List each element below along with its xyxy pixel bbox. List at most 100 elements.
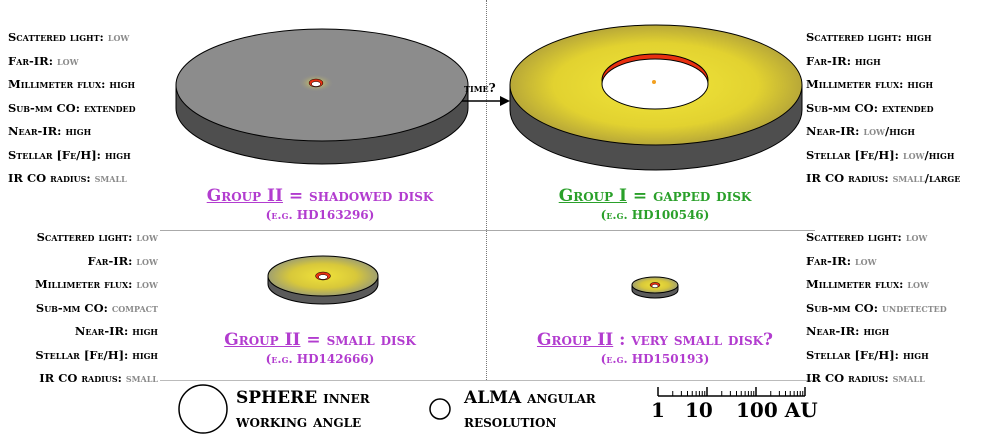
shadowed-disk: [175, 28, 469, 165]
property-value: high: [132, 324, 158, 338]
property-value: high: [863, 324, 890, 338]
property-row: IR CO radius: small: [8, 167, 136, 191]
property-value: /: [924, 147, 929, 162]
scale-label-1: 1: [651, 398, 665, 422]
property-row: Scattered light: high: [806, 26, 960, 50]
property-label: Millimeter flux:: [806, 77, 908, 91]
property-label: Millimeter flux:: [8, 77, 110, 91]
property-value: high: [902, 347, 929, 362]
property-label: Stellar [Fe/H]:: [806, 147, 903, 162]
property-row: Millimeter flux: high: [806, 73, 960, 97]
property-row: Sub-mm CO: undetected: [806, 297, 947, 321]
property-value: extended: [881, 100, 934, 115]
property-label: Near-IR:: [806, 124, 864, 138]
property-label: IR CO radius:: [8, 171, 95, 185]
very-small-disk: [631, 276, 679, 299]
property-value: low: [905, 230, 928, 244]
property-label: Millimeter flux:: [806, 277, 908, 291]
property-label: Near-IR:: [806, 324, 864, 338]
property-row: Stellar [Fe/H]: high: [806, 344, 947, 368]
property-label: Stellar [Fe/H]:: [35, 347, 133, 362]
subtitle-bottom-right: (e.g. HD150193): [600, 352, 710, 366]
property-value: high: [109, 77, 136, 91]
property-value: /: [885, 124, 890, 138]
vertical-divider: [486, 0, 487, 380]
property-value: small: [94, 171, 127, 185]
property-value: high: [905, 30, 932, 44]
property-label: Stellar [Fe/H]:: [8, 147, 105, 162]
property-value: extended: [83, 100, 136, 115]
property-value: high: [65, 124, 92, 138]
title-bottom-right: Group II : very small disk?: [536, 330, 774, 350]
property-label: Scattered light:: [36, 230, 137, 244]
horizontal-divider: [160, 230, 815, 231]
property-row: Sub-mm CO: extended: [8, 97, 136, 121]
property-value: low: [56, 53, 79, 68]
small-disk: [267, 255, 379, 305]
property-value: high: [854, 53, 881, 68]
property-label: Sub-mm CO:: [806, 100, 882, 115]
property-label: Scattered light:: [806, 30, 906, 44]
alma-legend-text: ALMA angular resolution: [464, 388, 596, 432]
property-row: Millimeter flux: high: [8, 73, 136, 97]
property-row: Sub-mm CO: extended: [806, 97, 960, 121]
property-value: low: [136, 277, 158, 291]
property-label: Sub-mm CO:: [806, 300, 882, 315]
property-value: high: [907, 77, 934, 91]
time-arrow: [462, 96, 510, 106]
property-value: low: [902, 147, 925, 162]
property-row: Near-IR: high: [8, 120, 136, 144]
property-value: undetected: [881, 300, 947, 315]
scale-label-100: 100 AU: [736, 398, 818, 422]
property-label: IR CO radius:: [39, 371, 126, 385]
property-row: IR CO radius: small: [806, 367, 947, 391]
property-row: Scattered light: low: [8, 26, 136, 50]
property-value: compact: [111, 300, 158, 315]
property-label: Far-IR:: [806, 53, 855, 68]
bottom-divider: [160, 380, 820, 381]
property-row: Sub-mm CO: compact: [8, 297, 158, 321]
log-scale-bar: [657, 387, 806, 397]
property-label: Far-IR:: [8, 53, 57, 68]
property-value: low: [907, 277, 929, 291]
subtitle-top-left: (e.g. HD163296): [265, 208, 375, 222]
property-row: Scattered light: low: [8, 226, 158, 250]
property-value: low: [863, 124, 886, 138]
property-label: IR CO radius:: [806, 171, 893, 185]
property-row: Far-IR: low: [8, 250, 158, 274]
property-value: high: [104, 147, 131, 162]
property-row: IR CO radius: small/large: [806, 167, 960, 191]
property-row: Far-IR: high: [806, 50, 960, 74]
property-label: IR CO radius:: [806, 371, 893, 385]
property-row: Far-IR: low: [806, 250, 947, 274]
property-value: low: [107, 30, 130, 44]
property-label: Near-IR:: [8, 124, 66, 138]
title-top-right: Group I = gapped disk: [558, 186, 752, 206]
property-row: Stellar [Fe/H]: high: [8, 344, 158, 368]
property-label: Scattered light:: [8, 30, 108, 44]
property-row: Scattered light: low: [806, 226, 947, 250]
property-row: Near-IR: high: [806, 320, 947, 344]
property-value: small: [892, 171, 925, 185]
sphere-iwa-circle: [178, 384, 228, 434]
property-value: high: [928, 147, 955, 162]
title-top-left: Group II = shadowed disk: [206, 186, 434, 206]
property-label: Far-IR:: [87, 253, 137, 268]
property-value: large: [928, 171, 961, 185]
property-value: high: [889, 124, 915, 138]
property-label: Sub-mm CO:: [35, 300, 112, 315]
property-label: Stellar [Fe/H]:: [806, 347, 903, 362]
property-value: small: [125, 371, 158, 385]
alma-resolution-circle: [429, 398, 451, 420]
property-value: low: [136, 253, 158, 268]
property-value: small: [892, 371, 925, 385]
subtitle-bottom-left: (e.g. HD142666): [265, 352, 375, 366]
property-label: Scattered light:: [806, 230, 906, 244]
property-row: Stellar [Fe/H]: low/high: [806, 144, 960, 168]
property-row: Stellar [Fe/H]: high: [8, 144, 136, 168]
property-row: Near-IR: low/high: [806, 120, 960, 144]
property-value: /: [924, 171, 929, 185]
